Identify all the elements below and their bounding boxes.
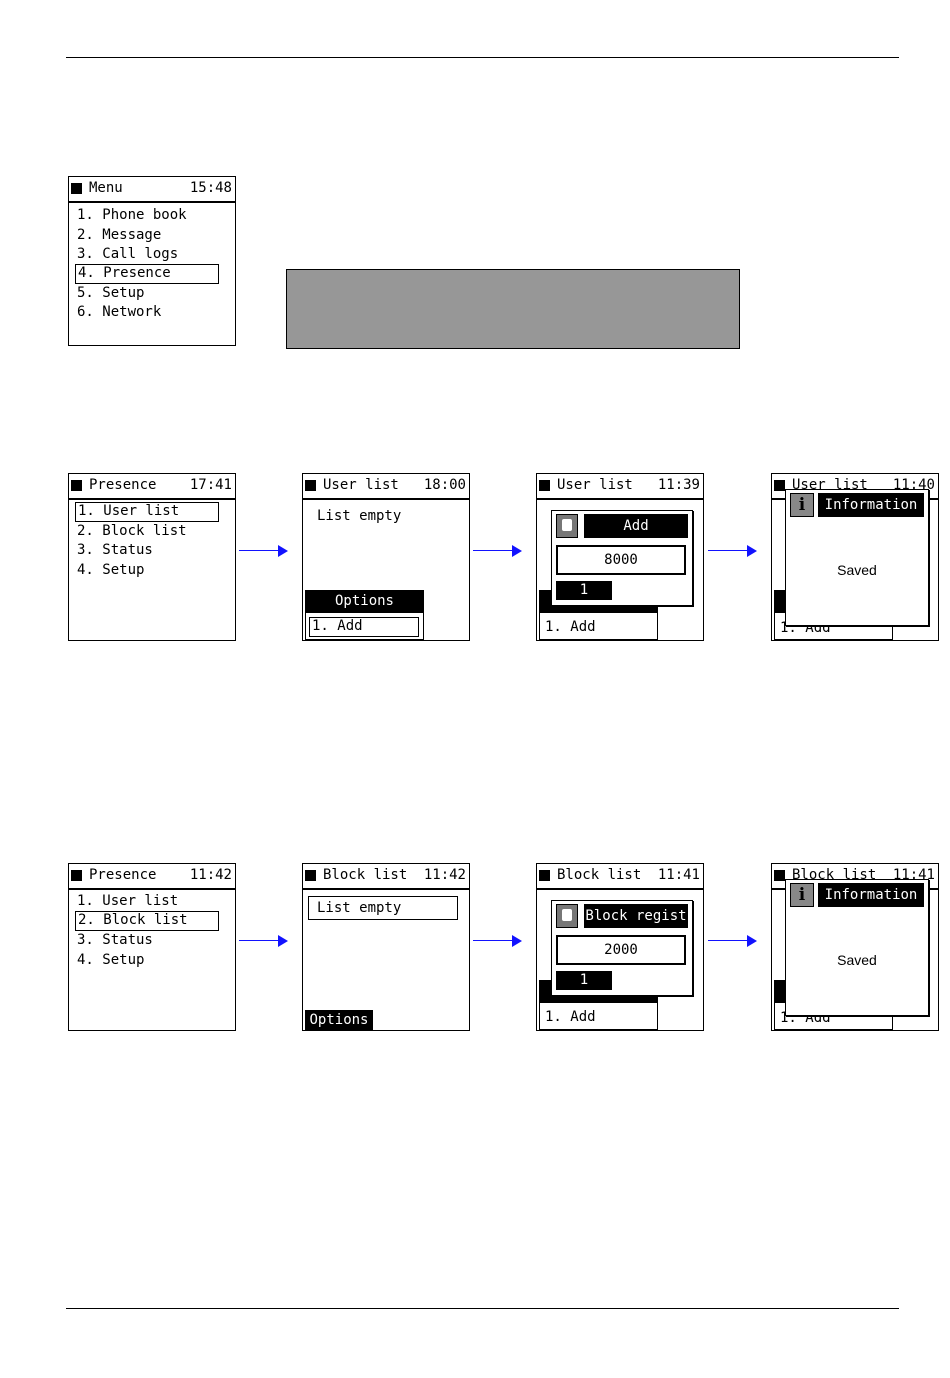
option-add[interactable]: 1. Add: [545, 619, 596, 635]
popup-title: Add: [584, 514, 688, 538]
popup-title: Block regist: [584, 904, 688, 928]
menu-item-user-list[interactable]: 1. User list: [75, 502, 219, 522]
arrow-right-icon: [708, 545, 758, 557]
user-list-saved-screen: User list 11:40 1. Add i Information Sav…: [771, 473, 939, 641]
screen-header: Block list 11:41: [537, 864, 703, 890]
information-popup: i Information Saved: [785, 879, 929, 1016]
menu-item-block-list[interactable]: 2. Block list: [77, 523, 187, 539]
screen-title: User list: [323, 477, 399, 493]
screen-header: User list 18:00: [303, 474, 469, 500]
arrow-right-icon: [473, 935, 523, 947]
counter-badge: 1: [556, 971, 612, 990]
number-input[interactable]: 2000: [556, 935, 686, 965]
gray-note-box: [286, 269, 740, 349]
options-menu: Options 1. Add: [305, 590, 424, 640]
screen-header: User list 11:39: [537, 474, 703, 500]
black-square-icon: [539, 870, 550, 881]
information-popup: i Information Saved: [785, 489, 929, 626]
screen-title: Presence: [89, 477, 157, 493]
screen-time: 15:48: [189, 180, 232, 196]
screen-header: Presence 17:41: [69, 474, 235, 500]
counter-badge: 1: [556, 581, 612, 600]
menu-item-user-list[interactable]: 1. User list: [77, 893, 179, 909]
options-title: Options: [306, 591, 423, 613]
popup-title: Information: [818, 883, 924, 907]
black-square-icon: [539, 480, 550, 491]
screen-header: Menu 15:48: [69, 177, 235, 203]
menu-item-network[interactable]: 6. Network: [77, 304, 162, 320]
saved-message: Saved: [837, 562, 877, 578]
black-square-icon: [71, 183, 82, 194]
menu-item-presence[interactable]: 4. Presence: [75, 264, 219, 284]
option-add[interactable]: 1. Add: [309, 617, 419, 637]
screen-time: 11:42: [189, 867, 232, 883]
list-empty-text: List empty: [317, 508, 402, 524]
screen-title: Block list: [557, 867, 642, 883]
arrow-right-icon: [239, 935, 289, 947]
header-rule: [66, 57, 899, 58]
screen-header: Block list 11:42: [303, 864, 469, 890]
block-list-screen-empty: Block list 11:42 List empty Options: [302, 863, 470, 1031]
screen-title: Presence: [89, 867, 157, 883]
block-list-saved-screen: Block list 11:41 1. Add i Information Sa…: [771, 863, 939, 1031]
block-regist-popup: Block regist 2000 1: [551, 900, 693, 996]
black-square-icon: [774, 870, 785, 881]
menu-item-setup[interactable]: 4. Setup: [77, 952, 145, 968]
menu-item-message[interactable]: 2. Message: [77, 227, 162, 243]
black-square-icon: [774, 480, 785, 491]
black-square-icon: [71, 870, 82, 881]
number-input[interactable]: 8000: [556, 545, 686, 575]
contact-icon: [556, 514, 578, 538]
screen-time: 18:00: [423, 477, 466, 493]
screen-time: 17:41: [189, 477, 232, 493]
black-square-icon: [305, 480, 316, 491]
menu-item-setup[interactable]: 5. Setup: [77, 285, 145, 301]
screen-title: Block list: [323, 867, 408, 883]
black-square-icon: [305, 870, 316, 881]
info-icon: i: [790, 883, 814, 907]
option-add[interactable]: 1. Add: [545, 1009, 596, 1025]
menu-item-phone-book[interactable]: 1. Phone book: [77, 207, 187, 223]
arrow-right-icon: [239, 545, 289, 557]
saved-message: Saved: [837, 952, 877, 968]
popup-title: Information: [818, 493, 924, 517]
presence-screen-1: Presence 17:41 1. User list 2. Block lis…: [68, 473, 236, 641]
menu-item-block-list[interactable]: 2. Block list: [75, 911, 219, 931]
screen-header: Presence 11:42: [69, 864, 235, 890]
menu-item-setup[interactable]: 4. Setup: [77, 562, 145, 578]
black-square-icon: [71, 480, 82, 491]
screen-time: 11:41: [657, 867, 700, 883]
screen-title: User list: [557, 477, 633, 493]
main-menu-screen: Menu 15:48 1. Phone book 2. Message 3. C…: [68, 176, 236, 346]
user-list-add-screen: User list 11:39 1. Add Add 8000 1: [536, 473, 704, 641]
screen-time: 11:39: [657, 477, 700, 493]
presence-screen-2: Presence 11:42 1. User list 2. Block lis…: [68, 863, 236, 1031]
options-softkey[interactable]: Options: [305, 1010, 373, 1030]
info-icon: i: [790, 493, 814, 517]
block-regist-screen: Block list 11:41 1. Add Block regist 200…: [536, 863, 704, 1031]
screen-time: 11:42: [423, 867, 466, 883]
menu-item-status[interactable]: 3. Status: [77, 542, 153, 558]
footer-rule: [66, 1308, 899, 1309]
screen-title: Menu: [89, 180, 123, 196]
user-list-screen-empty: User list 18:00 List empty Options 1. Ad…: [302, 473, 470, 641]
menu-item-call-logs[interactable]: 3. Call logs: [77, 246, 179, 262]
list-empty-text[interactable]: List empty: [308, 896, 458, 920]
arrow-right-icon: [708, 935, 758, 947]
arrow-right-icon: [473, 545, 523, 557]
contact-icon: [556, 904, 578, 928]
menu-item-status[interactable]: 3. Status: [77, 932, 153, 948]
add-popup: Add 8000 1: [551, 510, 693, 606]
